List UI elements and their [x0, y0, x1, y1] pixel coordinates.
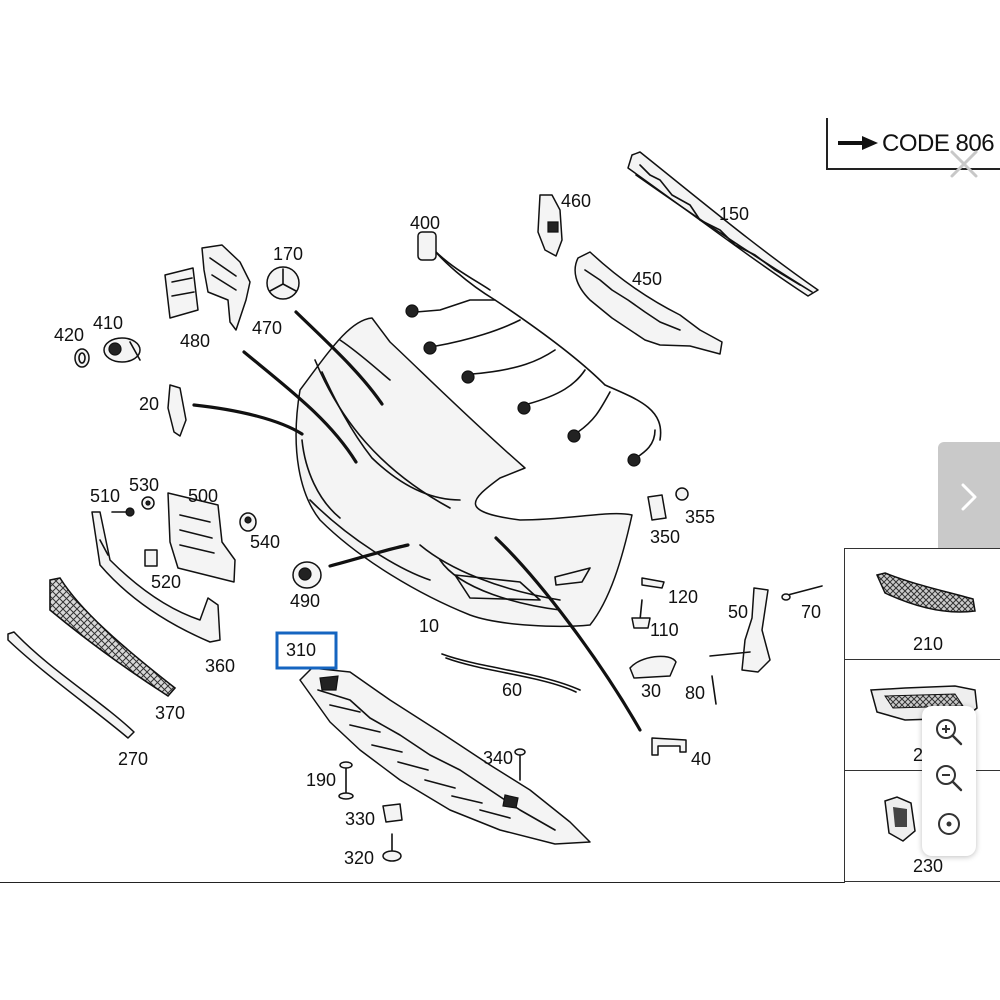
screw-70-part [781, 585, 823, 601]
label-420: 420 [54, 325, 84, 345]
wiring-harness-part [405, 231, 662, 467]
screw-110-part [631, 599, 651, 629]
label-10: 10 [419, 616, 439, 636]
highlight-box [275, 631, 338, 670]
bolt-190-part [338, 761, 354, 800]
zoom-out-button[interactable] [933, 762, 965, 794]
module-480-part [164, 267, 199, 319]
screw-320-part [382, 833, 402, 862]
label-310: 310 [286, 640, 316, 660]
bracket-20-part [167, 384, 187, 437]
label-40: 40 [691, 749, 711, 769]
thumbnail-item[interactable]: 210 [845, 549, 1000, 660]
zoom-in-icon [936, 719, 963, 746]
label-320: 320 [344, 848, 374, 868]
highlighted-part-310[interactable]: 310 [275, 631, 338, 670]
label-370: 370 [155, 703, 185, 723]
screw-355-part [675, 487, 689, 501]
label-400: 400 [410, 213, 440, 233]
thumbnail-image [884, 796, 916, 842]
label-480: 480 [180, 331, 210, 351]
thumbnail-image [875, 572, 976, 613]
cap-30-part [629, 655, 677, 679]
nut-530-part [141, 496, 155, 510]
bumper-cover-part [295, 317, 633, 627]
clip-520-part [144, 549, 158, 567]
trim-strip-360-part [91, 511, 221, 643]
label-540: 540 [250, 532, 280, 552]
label-490: 490 [290, 591, 320, 611]
label-500: 500 [188, 486, 218, 506]
part-labels: 400 460 150 450 170 470 480 410 420 20 5… [54, 191, 821, 868]
diagram-viewer[interactable]: 400 460 150 450 170 470 480 410 420 20 5… [0, 118, 1000, 883]
bracket-40-part [651, 737, 687, 756]
close-button[interactable] [946, 146, 982, 182]
screw-340-part [514, 748, 526, 781]
clip-330-part [382, 803, 403, 823]
grommet-540-part [239, 512, 257, 532]
thumbnail-label: 210 [913, 634, 944, 654]
label-170: 170 [273, 244, 303, 264]
emblem-star-part [266, 266, 300, 300]
screw-510-part [111, 507, 135, 517]
label-340: 340 [483, 748, 513, 768]
close-icon [950, 150, 978, 178]
upper-grille-part [627, 151, 819, 297]
zoom-out-icon [936, 765, 963, 792]
label-50: 50 [728, 602, 748, 622]
code-legend: CODE 806 [826, 118, 1000, 170]
leader-lines [192, 310, 642, 732]
arrow-right-icon [838, 136, 878, 150]
label-460: 460 [561, 191, 591, 211]
label-450: 450 [632, 269, 662, 289]
label-355: 355 [685, 507, 715, 527]
bracket-50-part [709, 587, 771, 673]
mesh-grille-370-part [49, 577, 177, 698]
label-70: 70 [801, 602, 821, 622]
label-120: 120 [668, 587, 698, 607]
label-60: 60 [502, 680, 522, 700]
bracket-350-part [647, 494, 667, 521]
label-350: 350 [650, 527, 680, 547]
reset-zoom-button[interactable] [933, 808, 965, 840]
strip-60-part [441, 653, 581, 693]
zoom-controls [922, 706, 976, 856]
label-110: 110 [650, 620, 679, 640]
plate-holder-part [167, 492, 236, 583]
trim-strip-270-part [7, 631, 135, 739]
label-360: 360 [205, 656, 235, 676]
bracket-460-part [537, 194, 563, 257]
underguard-310-part [299, 667, 591, 845]
label-470: 470 [252, 318, 282, 338]
chevron-right-icon [961, 483, 977, 511]
fastener-80-part [711, 675, 717, 705]
lower-grille-part [574, 251, 723, 355]
label-330: 330 [345, 809, 375, 829]
label-190: 190 [306, 770, 336, 790]
label-270: 270 [118, 749, 148, 769]
label-80: 80 [685, 683, 705, 703]
label-510: 510 [90, 486, 120, 506]
clip-120-part [641, 577, 665, 589]
thumbnail-label: 230 [913, 856, 944, 876]
label-530: 530 [129, 475, 159, 495]
label-410: 410 [93, 313, 123, 333]
label-150: 150 [719, 204, 749, 224]
label-520: 520 [151, 572, 181, 592]
zoom-in-button[interactable] [933, 716, 965, 748]
sensor-490-part [292, 561, 322, 589]
next-image-button[interactable] [938, 442, 1000, 554]
label-20: 20 [139, 394, 159, 414]
reset-zoom-icon [938, 813, 960, 835]
label-30: 30 [641, 681, 661, 701]
parts-diagram: 400 460 150 450 170 470 480 410 420 20 5… [7, 151, 823, 868]
sensor-410-part [103, 337, 141, 363]
thumbnail-item[interactable]: 230 [845, 771, 1000, 882]
ring-420-part [74, 348, 90, 368]
bracket-470-part [201, 244, 251, 331]
